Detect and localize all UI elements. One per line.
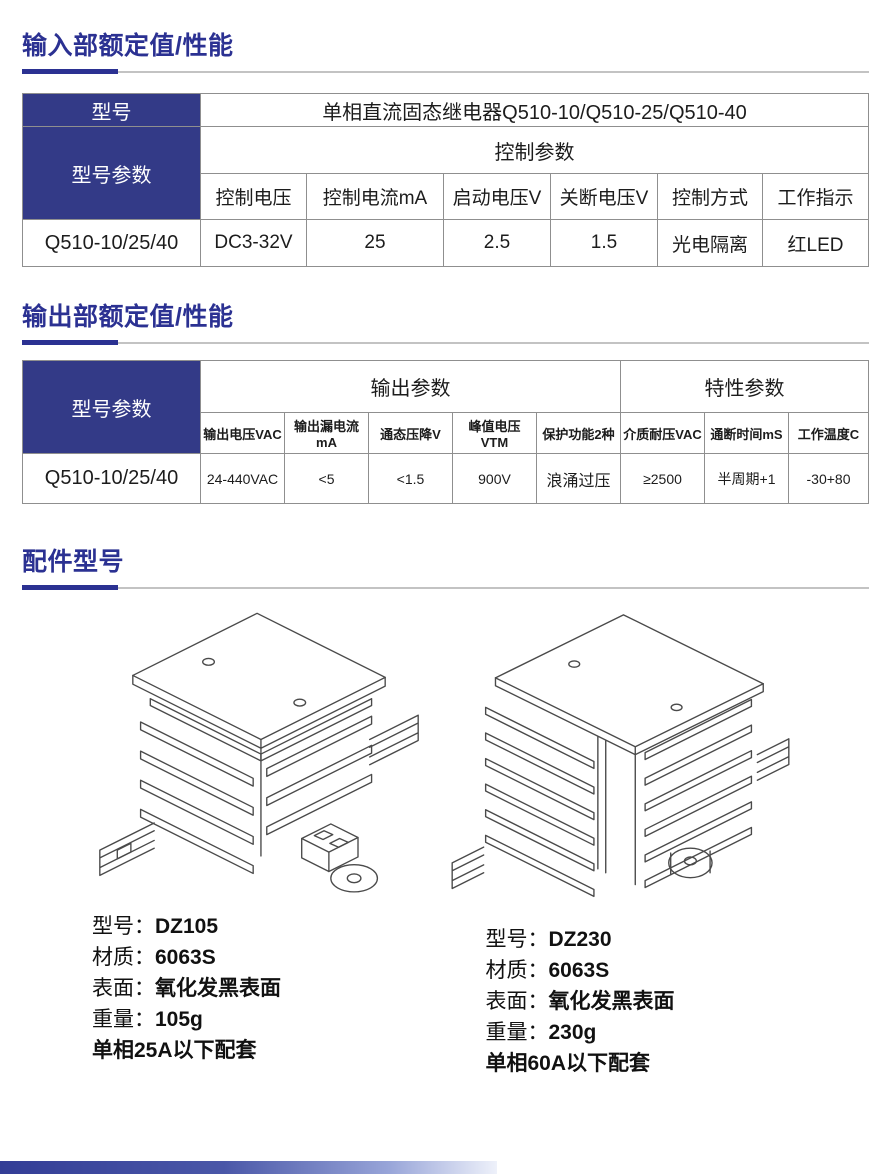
column-header: 通断时间mS <box>704 412 789 454</box>
input-table-product-title: 单相直流固态继电器Q510-10/Q510-25/Q510-40 <box>200 93 869 127</box>
column-header: 工作指示 <box>762 173 869 220</box>
section-title-input: 输入部额定值/性能 <box>22 32 234 60</box>
heatsink-dz230-illustration <box>450 614 790 898</box>
footer-accent-bar <box>0 1161 497 1174</box>
input-ratings-table: 型号 单相直流固态继电器Q510-10/Q510-25/Q510-40 型号参数… <box>22 93 869 267</box>
section-rule <box>22 585 869 590</box>
column-header: 启动电压V <box>443 173 551 220</box>
accessories-row: 型号：DZ105 材质：6063S 表面：氧化发黑表面 重量：105g 单相25… <box>22 605 869 1079</box>
input-table-group-header: 控制参数 <box>200 126 869 174</box>
cell-value: 25 <box>306 219 444 267</box>
section-title-accessory: 配件型号 <box>22 548 125 576</box>
spec-line: 型号：DZ105 <box>92 911 446 942</box>
spec-value: 氧化发黑表面 <box>155 977 281 1000</box>
output-table-corner-params: 型号参数 <box>22 360 201 454</box>
cell-value: <5 <box>284 453 369 504</box>
heatsink-dz105-illustration <box>99 612 419 893</box>
spec-line: 型号：DZ230 <box>486 924 870 955</box>
spec-value: 105g <box>155 1008 203 1031</box>
spec-value: DZ230 <box>548 928 612 951</box>
section-rule-accent <box>22 69 118 74</box>
section-rule-accent <box>22 340 118 345</box>
column-header: 通态压降V <box>368 412 453 454</box>
spec-line: 重量：230g <box>486 1017 870 1048</box>
section-rule <box>22 69 869 74</box>
column-header: 控制电流mA <box>306 173 444 220</box>
cell-value: 光电隔离 <box>657 219 763 267</box>
column-header: 控制电压 <box>200 173 307 220</box>
spec-line: 重量：105g <box>92 1004 446 1035</box>
cell-value: 2.5 <box>443 219 551 267</box>
spec-label: 重量： <box>485 1021 549 1044</box>
spec-note: 单相60A以下配套 <box>485 1052 651 1075</box>
cell-value: 24-440VAC <box>200 453 285 504</box>
column-header: 输出电压VAC <box>200 412 285 454</box>
column-header: 工作温度C <box>788 412 869 454</box>
accessory-dz105: 型号：DZ105 材质：6063S 表面：氧化发黑表面 重量：105g 单相25… <box>22 605 446 1079</box>
cell-value: -30+80 <box>788 453 869 504</box>
input-table-corner-params: 型号参数 <box>22 126 201 220</box>
spec-label: 型号： <box>485 928 549 951</box>
accessory-dz230: 型号：DZ230 材质：6063S 表面：氧化发黑表面 重量：230g 单相60… <box>446 605 870 1079</box>
spec-label: 表面： <box>92 977 155 1000</box>
cell-value: 红LED <box>762 219 869 267</box>
row-label: Q510-10/25/40 <box>22 219 201 267</box>
spec-value: 230g <box>548 1021 597 1044</box>
column-header: 保护功能2种 <box>536 412 621 454</box>
accessory-specs: 型号：DZ105 材质：6063S 表面：氧化发黑表面 重量：105g 单相25… <box>92 911 446 1066</box>
cell-value: <1.5 <box>368 453 453 504</box>
column-header: 峰值电压VTM <box>452 412 537 454</box>
spec-label: 材质： <box>485 959 549 982</box>
accessory-specs: 型号：DZ230 材质：6063S 表面：氧化发黑表面 重量：230g 单相60… <box>486 924 870 1079</box>
section-rule <box>22 340 869 345</box>
spec-value: 6063S <box>155 946 216 969</box>
column-header: 控制方式 <box>657 173 763 220</box>
column-header: 输出漏电流mA <box>284 412 369 454</box>
spec-value: 氧化发黑表面 <box>548 990 675 1013</box>
row-label: Q510-10/25/40 <box>22 453 201 504</box>
column-header: 关断电压V <box>550 173 658 220</box>
output-ratings-table: 型号参数 输出参数 特性参数 输出电压VAC 输出漏电流mA 通态压降V 峰值电… <box>22 360 869 504</box>
spec-line: 表面：氧化发黑表面 <box>486 986 870 1017</box>
cell-value: 1.5 <box>550 219 658 267</box>
characteristic-params-group-header: 特性参数 <box>620 360 869 413</box>
spec-line: 材质：6063S <box>486 955 870 986</box>
cell-value: ≥2500 <box>620 453 705 504</box>
input-table-corner-model: 型号 <box>22 93 201 127</box>
output-params-group-header: 输出参数 <box>200 360 621 413</box>
spec-label: 材质： <box>92 946 155 969</box>
spec-label: 型号： <box>92 915 155 938</box>
section-rule-accent <box>22 585 118 590</box>
cell-value: 900V <box>452 453 537 504</box>
datasheet-page: 输入部额定值/性能 型号 单相直流固态继电器Q510-10/Q510-25/Q5… <box>0 26 891 1079</box>
column-header: 介质耐压VAC <box>620 412 705 454</box>
spec-value: 6063S <box>548 959 610 982</box>
spec-line: 材质：6063S <box>92 942 446 973</box>
section-title-output: 输出部额定值/性能 <box>22 303 234 331</box>
cell-value: 浪涌过压 <box>536 453 621 504</box>
spec-label: 表面： <box>485 990 549 1013</box>
cell-value: DC3-32V <box>200 219 307 267</box>
spec-note: 单相25A以下配套 <box>92 1039 257 1062</box>
spec-line: 表面：氧化发黑表面 <box>92 973 446 1004</box>
cell-value: 半周期+1 <box>704 453 789 504</box>
spec-value: DZ105 <box>155 915 219 938</box>
spec-label: 重量： <box>92 1008 155 1031</box>
